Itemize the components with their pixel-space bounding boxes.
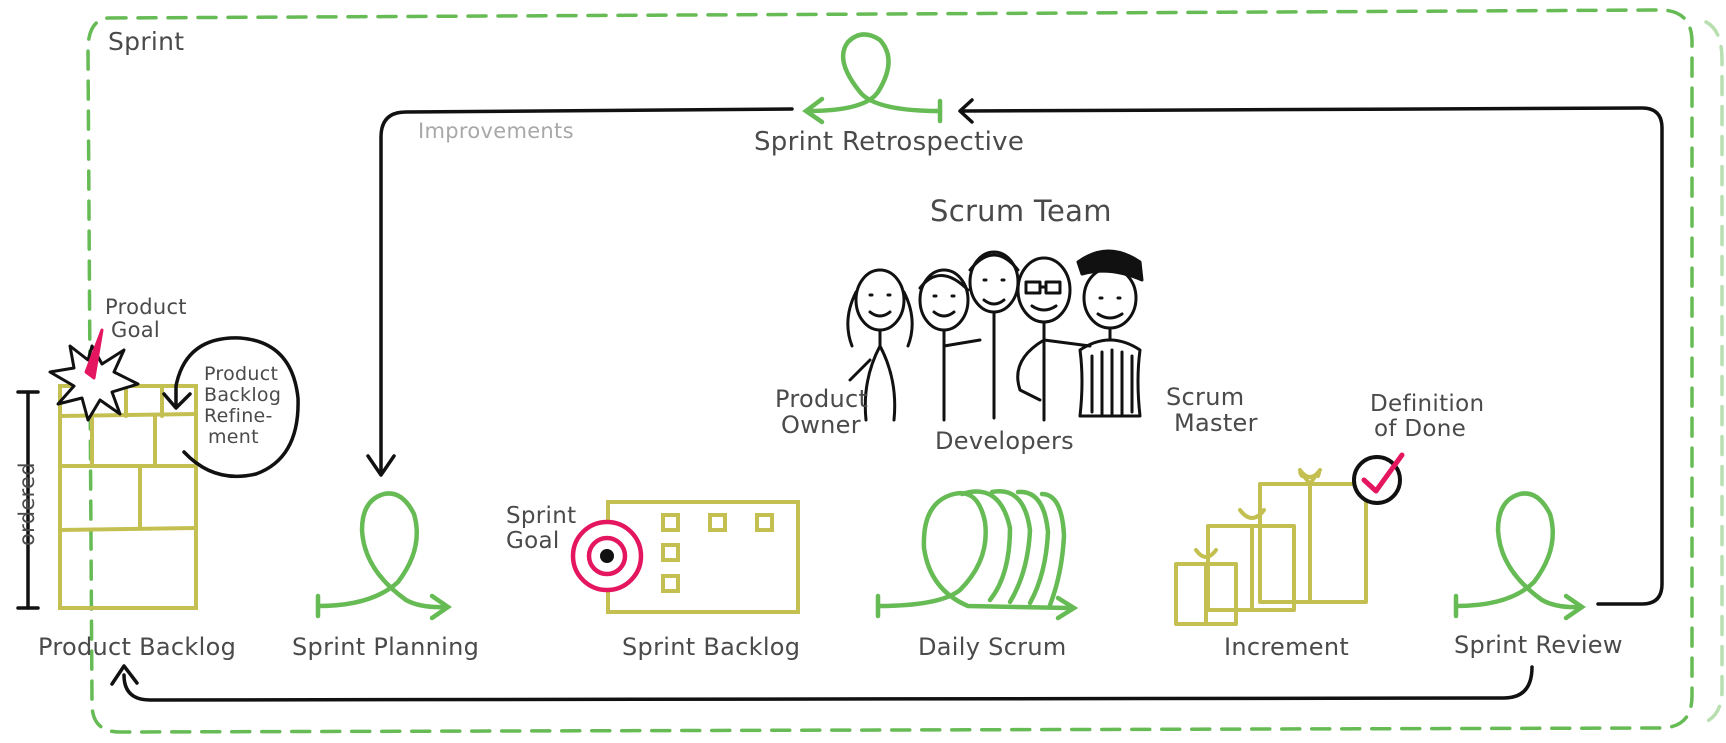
definition-of-done-label: Definition of Done (1370, 391, 1485, 443)
increment-label: Increment (1224, 633, 1350, 661)
sprint-goal-target-icon (570, 519, 644, 593)
retrospective-loop-icon (802, 32, 943, 125)
sprint-goal-label: Sprint Goal (506, 503, 577, 555)
person-developer-1 (918, 268, 982, 422)
product-owner-label: Product Owner (775, 385, 869, 440)
backlog-return-arrow (110, 664, 1534, 702)
sprint-frame (86, 8, 1724, 734)
improvements-label: Improvements (418, 119, 574, 143)
sprint-review-loop-icon (1453, 491, 1586, 621)
product-backlog-label: Product Backlog (38, 633, 237, 661)
product-goal-compass-icon (48, 328, 140, 422)
product-goal-label: Product Goal (105, 295, 187, 343)
person-scrum-master (1076, 249, 1144, 418)
person-product-owner (846, 268, 914, 422)
scrum-master-label: Scrum Master (1166, 383, 1258, 438)
daily-scrum-coil-icon (875, 489, 1079, 621)
sprint-planning-loop-icon (315, 491, 452, 621)
refinement-cycle-arrow (162, 336, 300, 479)
person-developer-2 (968, 250, 1020, 420)
sprint-planning-label: Sprint Planning (292, 633, 480, 661)
scrum-team-people-icon (846, 249, 1144, 422)
definition-of-done-check-icon (1352, 452, 1405, 505)
sprint-backlog-label: Sprint Backlog (622, 633, 801, 661)
person-developer-3 (1016, 256, 1092, 422)
daily-scrum-label: Daily Scrum (918, 633, 1067, 661)
increment-gift-boxes-icon (1174, 468, 1368, 626)
ordered-label: ordered (15, 462, 39, 546)
sprint-review-label: Sprint Review (1454, 631, 1623, 659)
sprint-retrospective-label: Sprint Retrospective (754, 127, 1025, 157)
developers-label: Developers (935, 427, 1074, 455)
product-backlog-refinement-label: Product Backlog Refine- ment (204, 363, 282, 448)
scrum-team-title: Scrum Team (930, 194, 1112, 228)
ordered-bracket (16, 390, 40, 610)
product-backlog-board (58, 384, 198, 610)
sprint-frame-label: Sprint (108, 27, 185, 56)
improvement-loop-arrow (366, 98, 1664, 606)
